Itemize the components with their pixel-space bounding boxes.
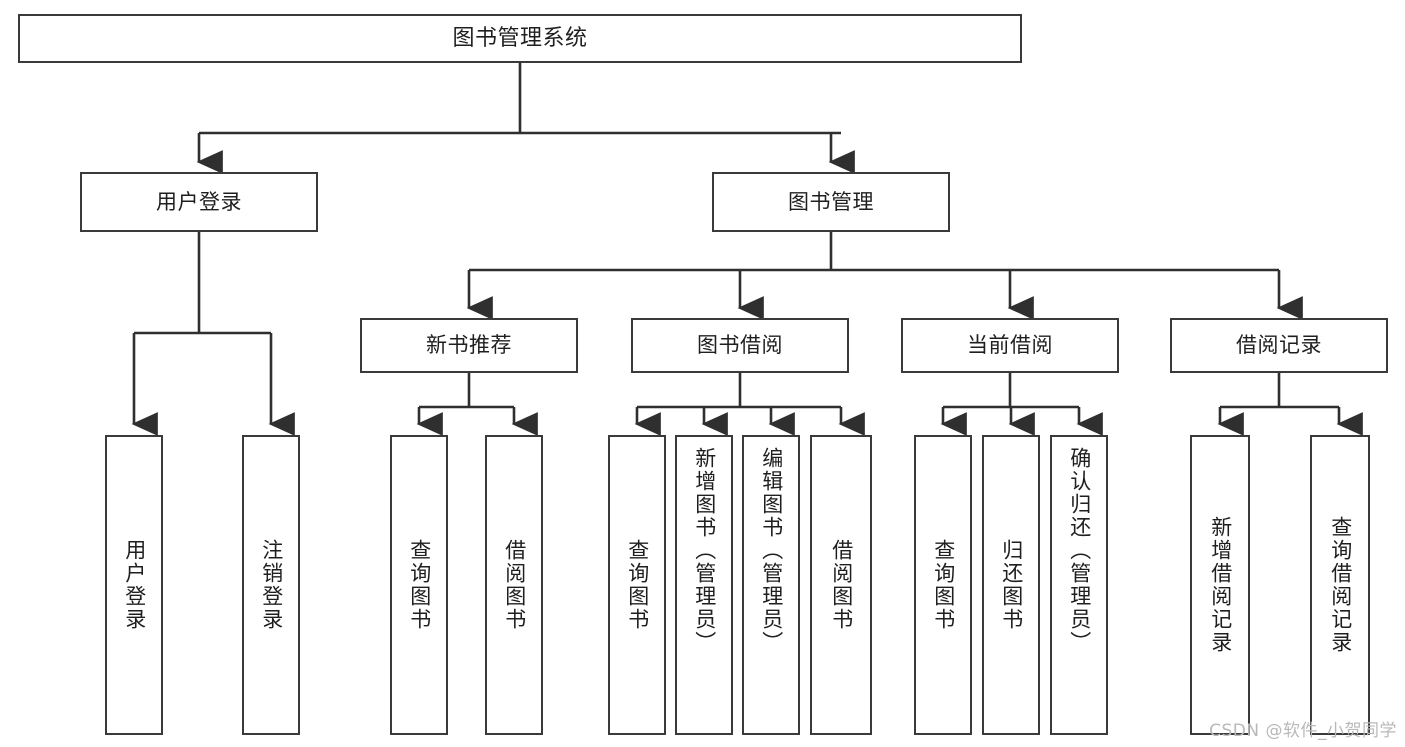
leaf-current-return-book[interactable]: 归还图书	[982, 435, 1040, 735]
node-label: 编辑图书（管理员）	[759, 447, 784, 654]
leaf-borrow-borrow-book[interactable]: 借阅图书	[810, 435, 872, 735]
node-label: 借阅记录	[1236, 333, 1322, 358]
leaf-recommend-query-book[interactable]: 查询图书	[390, 435, 448, 735]
node-label: 新书推荐	[426, 333, 512, 358]
node-label: 查询图书	[625, 539, 650, 631]
node-label: 用户登录	[122, 539, 147, 631]
node-label: 新增图书（管理员）	[692, 447, 717, 654]
leaf-current-query-book[interactable]: 查询图书	[914, 435, 972, 735]
leaf-recommend-borrow-book[interactable]: 借阅图书	[485, 435, 543, 735]
node-user-login[interactable]: 用户登录	[80, 172, 318, 232]
leaf-record-query-borrow-record[interactable]: 查询借阅记录	[1310, 435, 1370, 735]
node-label: 借阅图书	[829, 539, 854, 631]
node-label: 查询图书	[931, 539, 956, 631]
node-label: 归还图书	[999, 539, 1024, 631]
node-label: 用户登录	[156, 189, 242, 214]
node-label: 当前借阅	[967, 333, 1053, 358]
node-label: 图书管理	[788, 189, 874, 214]
node-label: 新增借阅记录	[1208, 516, 1233, 654]
leaf-current-confirm-return-admin[interactable]: 确认归还（管理员）	[1050, 435, 1108, 735]
node-label: 图书借阅	[697, 333, 783, 358]
node-label: 查询图书	[407, 539, 432, 631]
leaf-record-add-borrow-record[interactable]: 新增借阅记录	[1190, 435, 1250, 735]
node-book-management[interactable]: 图书管理	[712, 172, 950, 232]
node-label: 借阅图书	[502, 539, 527, 631]
node-new-book-recommend[interactable]: 新书推荐	[360, 318, 578, 373]
leaf-borrow-add-book-admin[interactable]: 新增图书（管理员）	[675, 435, 733, 735]
leaf-user-login[interactable]: 用户登录	[105, 435, 163, 735]
leaf-logout[interactable]: 注销登录	[242, 435, 300, 735]
leaf-borrow-edit-book-admin[interactable]: 编辑图书（管理员）	[742, 435, 800, 735]
node-borrow-record[interactable]: 借阅记录	[1170, 318, 1388, 373]
node-label: 图书管理系统	[452, 25, 588, 51]
csdn-watermark: CSDN @软件_小贺同学	[1209, 721, 1397, 741]
node-root-book-management-system[interactable]: 图书管理系统	[18, 14, 1022, 63]
node-label: 确认归还（管理员）	[1067, 447, 1092, 654]
node-current-borrow[interactable]: 当前借阅	[901, 318, 1119, 373]
leaf-borrow-query-book[interactable]: 查询图书	[608, 435, 666, 735]
node-book-borrow[interactable]: 图书借阅	[631, 318, 849, 373]
node-label: 查询借阅记录	[1328, 516, 1353, 654]
node-label: 注销登录	[259, 539, 284, 631]
